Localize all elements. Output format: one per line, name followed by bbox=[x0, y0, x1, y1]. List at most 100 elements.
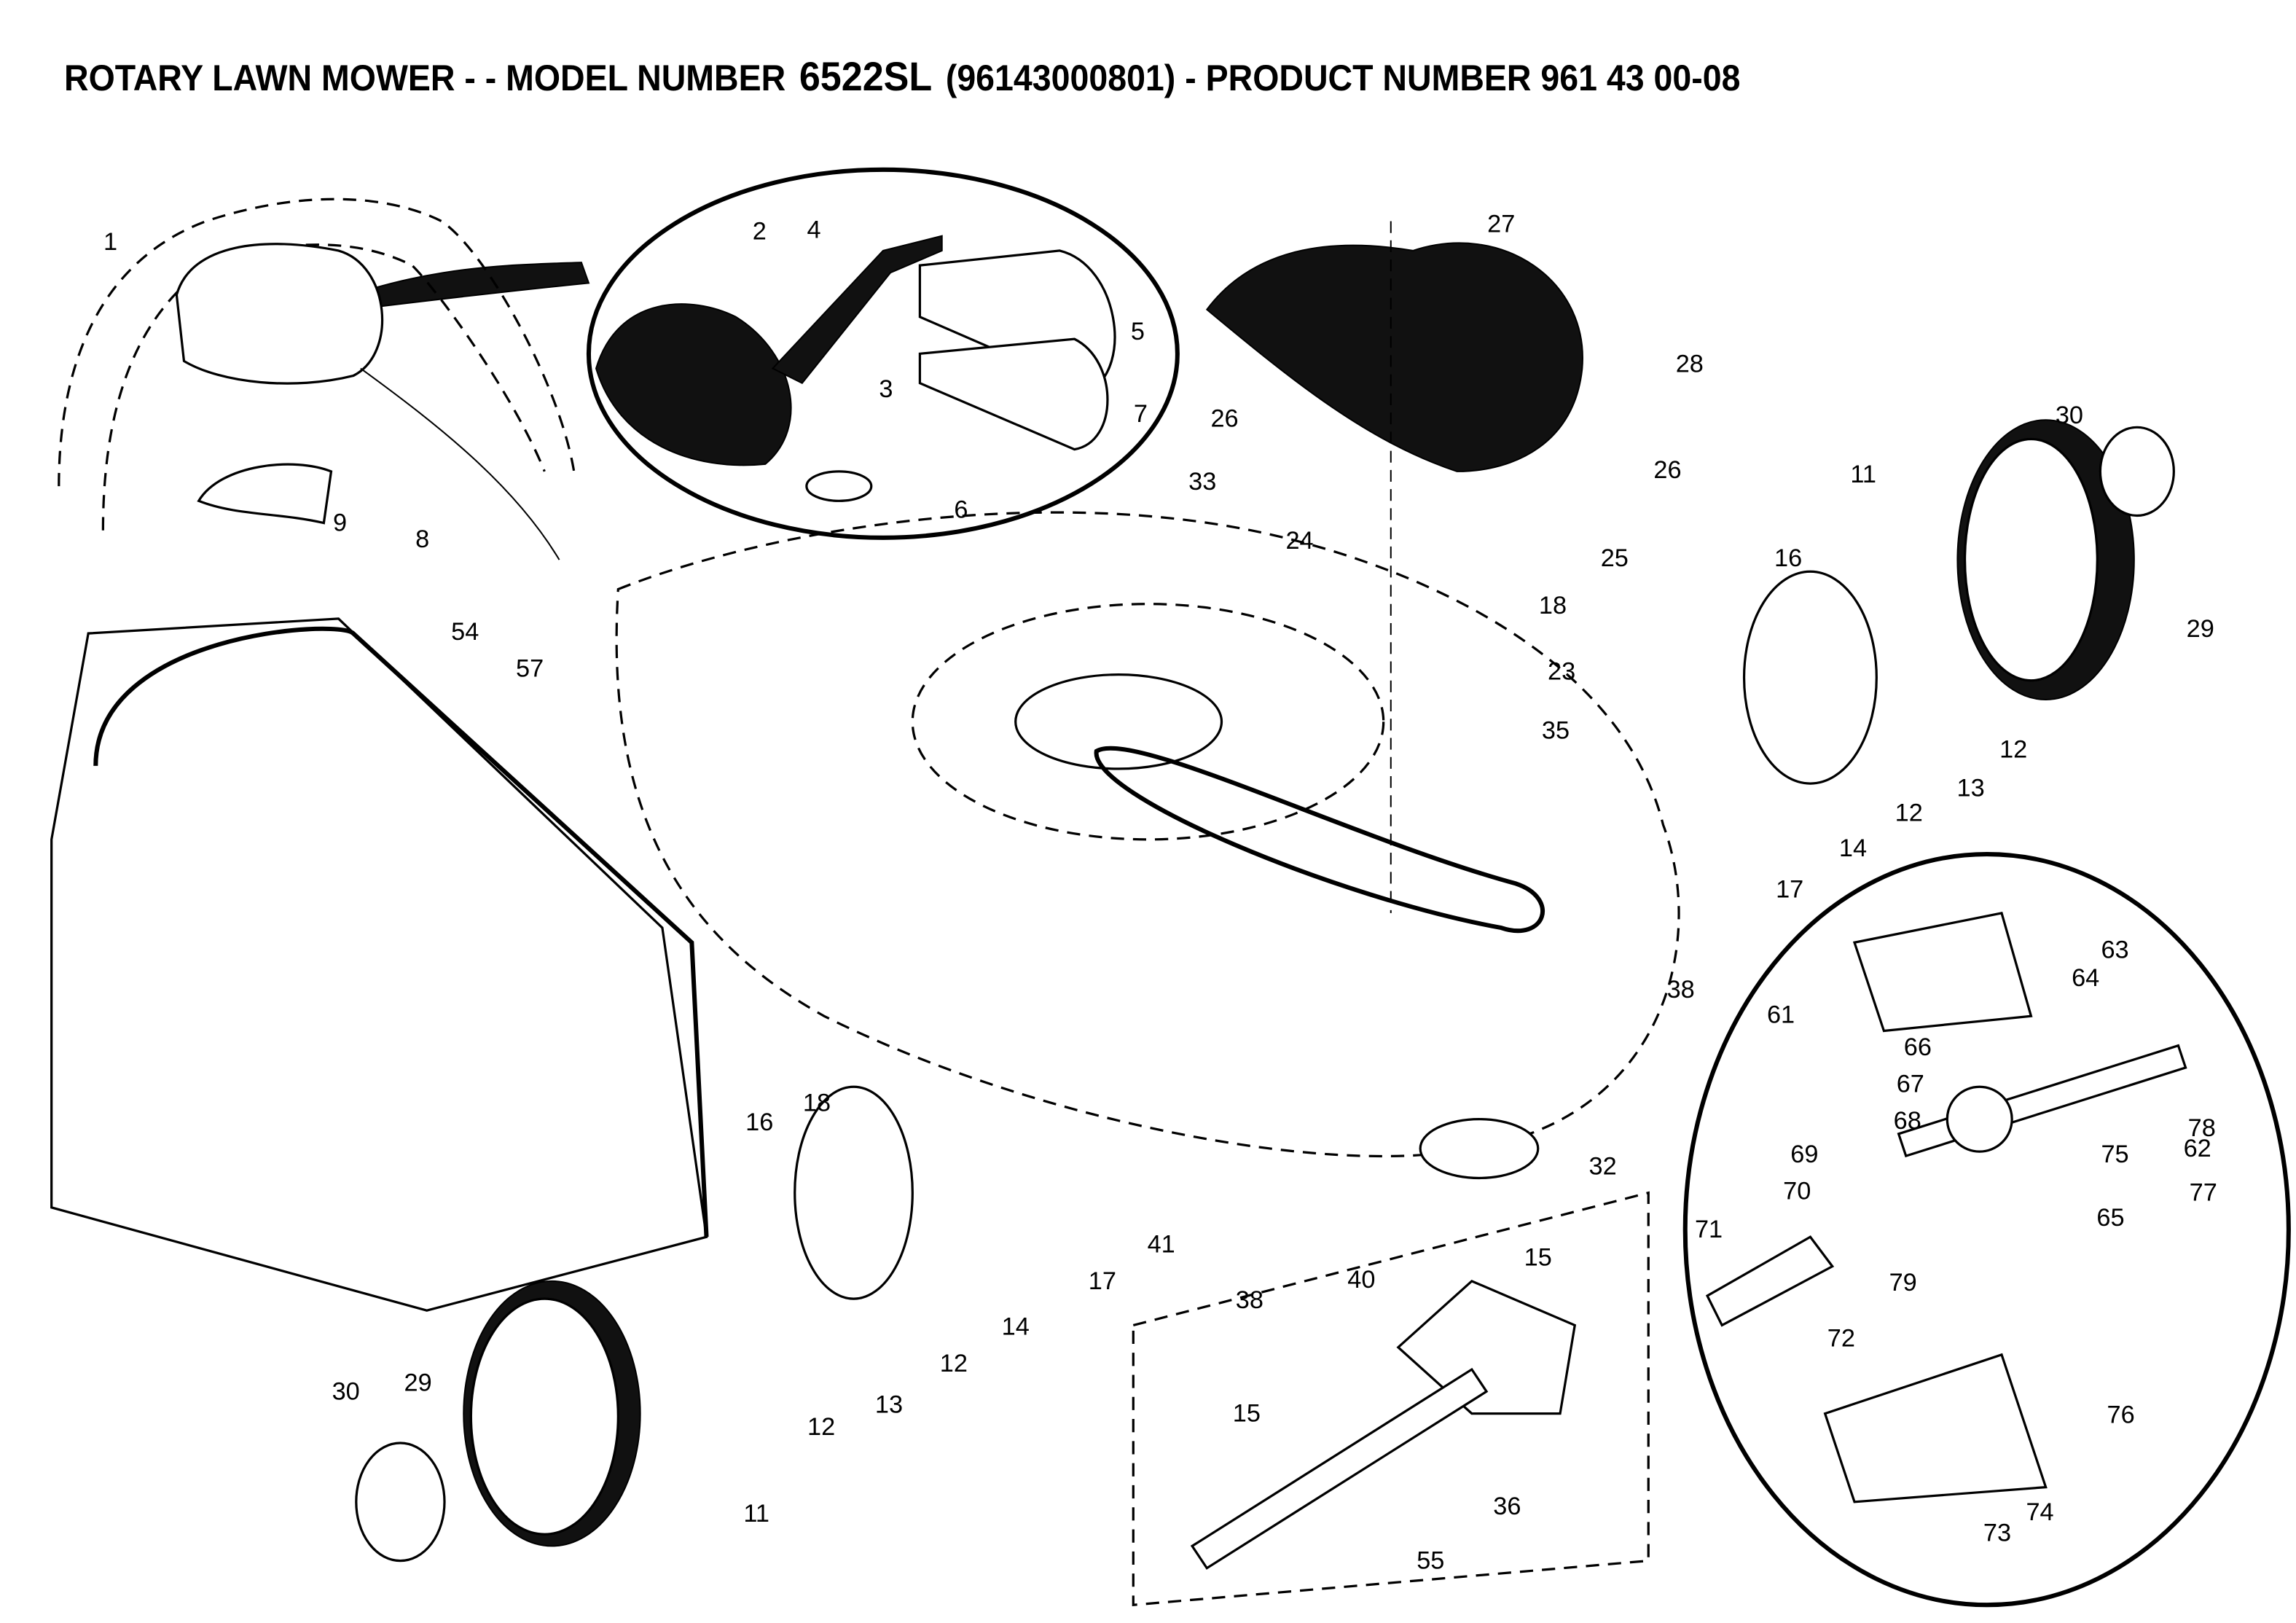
part-label-24: 24 bbox=[1285, 527, 1313, 555]
part-label-28: 28 bbox=[1676, 351, 1704, 378]
part-label-61: 61 bbox=[1767, 1001, 1795, 1028]
part-62-shaft bbox=[1897, 1044, 2187, 1158]
part-label-12: 12 bbox=[807, 1413, 835, 1441]
part-label-57: 57 bbox=[516, 655, 544, 683]
part-label-79: 79 bbox=[1889, 1269, 1917, 1297]
part-label-9: 9 bbox=[333, 509, 347, 537]
title-suffix: (96143000801) - PRODUCT NUMBER 961 43 00… bbox=[945, 58, 1741, 98]
part-1-control-housing bbox=[175, 243, 384, 385]
part-label-66: 66 bbox=[1904, 1033, 1932, 1061]
part-label-11: 11 bbox=[743, 1500, 769, 1528]
part-label-23: 23 bbox=[1548, 658, 1575, 686]
mower-deck bbox=[615, 511, 1680, 1158]
part-label-12: 12 bbox=[1895, 799, 1923, 827]
diagram-title: ROTARY LAWN MOWER - - MODEL NUMBER 6522SL… bbox=[64, 52, 1741, 100]
part-label-30: 30 bbox=[2056, 402, 2083, 429]
part-36-gearbox bbox=[1396, 1279, 1577, 1415]
part-label-67: 67 bbox=[1897, 1070, 1924, 1098]
part-label-26: 26 bbox=[1653, 456, 1681, 484]
part-label-1: 1 bbox=[103, 228, 117, 256]
part-8-cable bbox=[360, 367, 560, 560]
part-label-15: 15 bbox=[1233, 1400, 1261, 1428]
part-label-12: 12 bbox=[940, 1350, 968, 1377]
part-label-30: 30 bbox=[332, 1377, 360, 1405]
part-label-16: 16 bbox=[1774, 544, 1802, 572]
part-2-cover bbox=[595, 303, 792, 466]
part-label-78: 78 bbox=[2188, 1114, 2216, 1142]
part-label-75: 75 bbox=[2101, 1141, 2128, 1168]
part-label-54: 54 bbox=[451, 618, 479, 646]
part-57-grass-bag bbox=[50, 617, 708, 1312]
part-label-76: 76 bbox=[2107, 1401, 2135, 1429]
part-label-13: 13 bbox=[1957, 774, 1985, 802]
part-label-18: 18 bbox=[1539, 592, 1567, 619]
part-label-74: 74 bbox=[2026, 1498, 2053, 1526]
inset-gearbox-bubble bbox=[1682, 852, 2291, 1608]
part-28-rear-cover bbox=[1205, 242, 1583, 472]
part-30-cap-left bbox=[355, 1442, 446, 1563]
part-label-73: 73 bbox=[1983, 1519, 2011, 1546]
part-55-axle bbox=[1190, 1367, 1489, 1570]
part-label-68: 68 bbox=[1894, 1107, 1921, 1135]
part-label-16: 16 bbox=[745, 1108, 773, 1136]
part-label-77: 77 bbox=[2190, 1179, 2217, 1207]
part-label-38: 38 bbox=[1236, 1286, 1263, 1314]
part-61-housing-top bbox=[1852, 911, 2033, 1033]
part-14-wheel-cover-right bbox=[1742, 570, 1878, 785]
part-label-64: 64 bbox=[2072, 964, 2099, 992]
part-label-3: 3 bbox=[879, 375, 893, 403]
part-label-62: 62 bbox=[2184, 1135, 2211, 1162]
part-3-knob bbox=[805, 470, 873, 502]
handle-inner bbox=[101, 243, 546, 531]
part-label-7: 7 bbox=[1134, 400, 1148, 428]
part-label-6: 6 bbox=[954, 496, 968, 524]
part-14-wheel-cover-left bbox=[794, 1085, 914, 1300]
part-4-lever bbox=[771, 235, 943, 384]
part-71-clutch bbox=[1705, 1235, 1835, 1327]
part-68-gear bbox=[1946, 1085, 2013, 1153]
wheel-hub-left bbox=[469, 1297, 619, 1536]
part-label-12: 12 bbox=[1999, 736, 2027, 764]
part-label-13: 13 bbox=[875, 1391, 903, 1419]
part-label-38: 38 bbox=[1667, 976, 1695, 1004]
part-label-25: 25 bbox=[1601, 544, 1629, 572]
part-label-69: 69 bbox=[1790, 1141, 1818, 1168]
part-30-cap-right bbox=[2099, 426, 2175, 517]
part-label-27: 27 bbox=[1487, 211, 1515, 238]
part-label-29: 29 bbox=[2187, 615, 2214, 643]
drive-assembly-boundary bbox=[1132, 1191, 1650, 1606]
part-label-36: 36 bbox=[1493, 1493, 1521, 1520]
part-label-35: 35 bbox=[1542, 716, 1570, 744]
part-33-drive-belt bbox=[1094, 746, 1545, 934]
part-label-32: 32 bbox=[1589, 1152, 1617, 1180]
part-label-17: 17 bbox=[1776, 876, 1803, 904]
deck-opening bbox=[1014, 673, 1223, 770]
part-label-55: 55 bbox=[1417, 1547, 1444, 1575]
inset-top-bubble bbox=[586, 167, 1180, 540]
part-label-14: 14 bbox=[1002, 1313, 1030, 1341]
part-label-33: 33 bbox=[1188, 468, 1216, 496]
part-label-29: 29 bbox=[404, 1369, 432, 1396]
part-label-40: 40 bbox=[1347, 1266, 1375, 1294]
title-prefix: ROTARY LAWN MOWER - - MODEL NUMBER bbox=[64, 58, 786, 98]
part-label-65: 65 bbox=[2096, 1204, 2124, 1232]
part-54-bag-frame bbox=[93, 626, 709, 1237]
model-number: 6522SL bbox=[799, 53, 933, 99]
part-label-41: 41 bbox=[1148, 1230, 1175, 1258]
part-label-71: 71 bbox=[1695, 1216, 1723, 1243]
part-9-bracket bbox=[197, 463, 333, 525]
part-label-70: 70 bbox=[1783, 1178, 1811, 1205]
part-label-2: 2 bbox=[753, 218, 767, 246]
wheel-hub-right bbox=[1963, 437, 2099, 682]
part-label-5: 5 bbox=[1131, 318, 1145, 345]
part-label-18: 18 bbox=[803, 1090, 831, 1117]
part-label-17: 17 bbox=[1089, 1267, 1116, 1295]
part-32-pulley bbox=[1419, 1118, 1540, 1180]
part-74-housing-bottom bbox=[1823, 1353, 2048, 1503]
part-label-8: 8 bbox=[415, 525, 429, 553]
part-label-26: 26 bbox=[1210, 404, 1238, 432]
deck-inner bbox=[911, 603, 1385, 841]
